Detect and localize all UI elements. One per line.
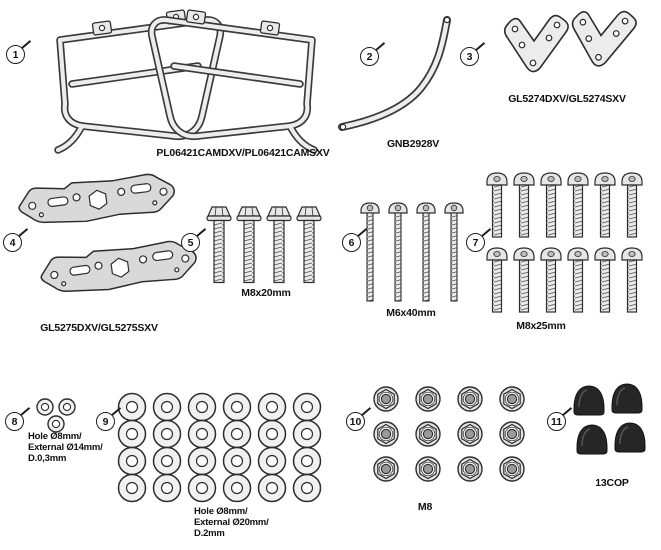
nuts-m8-illustration <box>373 386 525 482</box>
label-line: D.2mm <box>194 528 225 539</box>
label-bolts-m8x20: M8x20mm <box>241 287 291 299</box>
callout-number: 1 <box>12 48 19 61</box>
label-washers-small: Hole Ø8mm/ External Ø14mm/ D.0,3mm <box>28 431 103 464</box>
callout-number: 6 <box>348 236 355 249</box>
brackets-illustration <box>503 7 638 73</box>
callout-number: 9 <box>102 415 109 428</box>
callout-11: 11 <box>547 407 573 431</box>
label-bolts-m6x40: M6x40mm <box>386 307 436 319</box>
label-line: External Ø14mm/ <box>28 442 103 453</box>
callout-6: 6 <box>342 228 368 252</box>
label-brackets: GL5274DXV/GL5274SXV <box>508 93 626 105</box>
callout-2: 2 <box>360 42 386 66</box>
label-washers-large: Hole Ø8mm/ External Ø20mm/ D.2mm <box>194 506 269 539</box>
callout-number: 3 <box>466 50 473 63</box>
callout-8: 8 <box>5 407 31 431</box>
caps-illustration <box>573 383 646 455</box>
callout-4: 4 <box>3 228 29 252</box>
callout-number: 11 <box>550 415 563 428</box>
plates-illustration <box>16 169 200 300</box>
callout-number: 8 <box>11 415 18 428</box>
washers-small-illustration <box>36 398 76 433</box>
callout-1: 1 <box>6 40 32 64</box>
callout-9: 9 <box>96 407 122 431</box>
callout-number: 5 <box>187 236 194 249</box>
callout-7: 7 <box>466 228 492 252</box>
bolts-m8x20-illustration <box>206 206 322 284</box>
label-line: D.0,3mm <box>28 453 67 464</box>
label-bolts-m8x25: M8x25mm <box>516 320 566 332</box>
washers-large-illustration <box>117 392 322 503</box>
callout-number: 10 <box>349 415 362 428</box>
label-plates: GL5275DXV/GL5275SXV <box>40 322 158 334</box>
callout-3: 3 <box>460 42 486 66</box>
label-crossbar: GNB2928V <box>386 138 440 150</box>
label-line: Hole Ø8mm/ <box>194 506 248 517</box>
bolts-m8x25-illustration <box>486 172 643 313</box>
callout-number: 2 <box>366 50 373 63</box>
label-caps: 13COP <box>595 477 629 489</box>
pannier-frames-illustration <box>58 10 314 150</box>
callout-number: 4 <box>9 236 16 249</box>
callout-5: 5 <box>181 228 207 252</box>
bolts-m6x40-illustration <box>360 202 464 302</box>
callout-10: 10 <box>346 407 372 431</box>
crossbar-illustration <box>338 16 451 131</box>
label-frames: PL06421CAMDXV/PL06421CAMSXV <box>156 147 330 159</box>
label-line: External Ø20mm/ <box>194 517 269 528</box>
label-nuts: M8 <box>417 501 433 513</box>
callout-number: 7 <box>472 236 479 249</box>
label-line: Hole Ø8mm/ <box>28 431 82 442</box>
